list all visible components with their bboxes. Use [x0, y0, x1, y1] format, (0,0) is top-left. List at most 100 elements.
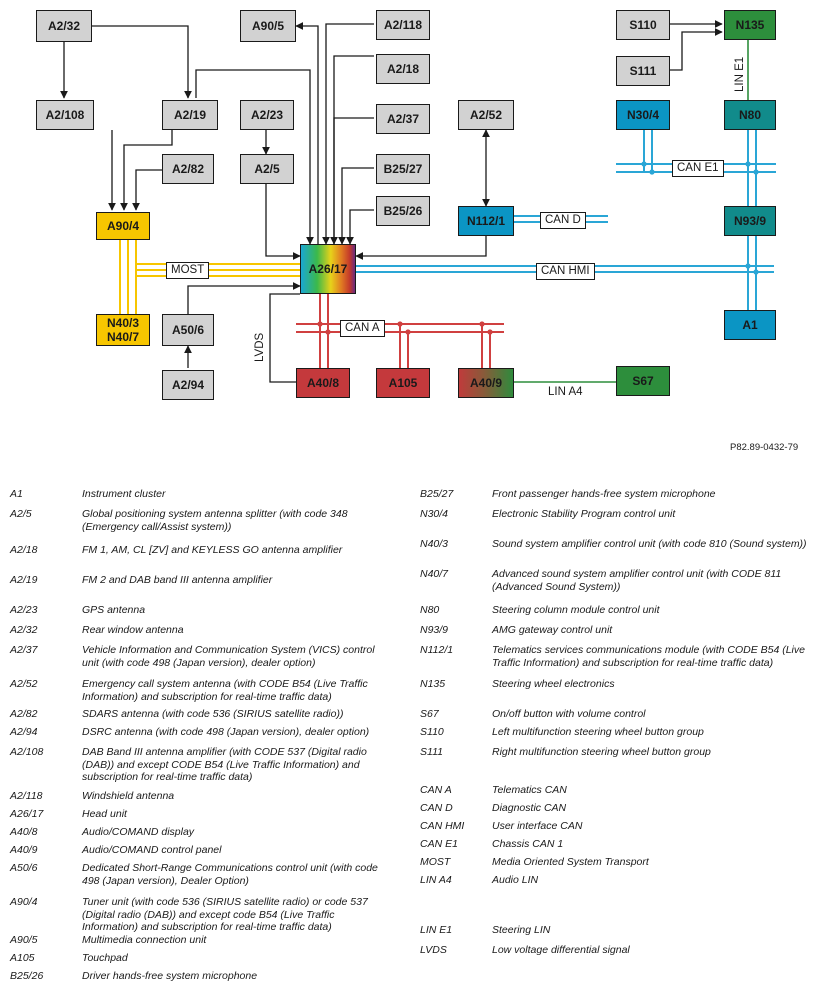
legend-code: S111 [420, 746, 443, 758]
legend-code: CAN E1 [420, 838, 458, 850]
wire-a26-17-to-a90-5 [295, 22, 319, 244]
legend-description: Telematics CAN [492, 784, 567, 796]
legend-code: A90/4 [10, 896, 38, 908]
legend-description: User interface CAN [492, 820, 583, 832]
wire-a2-118-to-a26-17 [322, 23, 374, 245]
legend-description: Media Oriented System Transport [492, 856, 649, 868]
wire-a50-6-to-a26-17 [187, 282, 301, 314]
legend-description: Steering wheel electronics [492, 678, 615, 690]
can-junction-dots [641, 161, 759, 275]
legend-description: Sound system amplifier control unit (wit… [492, 538, 807, 550]
node-n135: N135 [724, 10, 776, 40]
node-a2-18: A2/18 [376, 54, 430, 84]
legend-code: CAN HMI [420, 820, 465, 832]
legend-code: LVDS [420, 944, 447, 956]
legend-code: N30/4 [420, 508, 449, 520]
wire-s111-to-n135 [670, 28, 723, 71]
node-s111: S111 [616, 56, 670, 86]
label-n40-7: N40/7 [106, 330, 140, 344]
legend-code: A40/8 [10, 826, 38, 838]
legend-code: A2/19 [10, 574, 38, 586]
figure-reference: P82.89-0432-79 [730, 442, 799, 453]
legend-description: Head unit [82, 808, 127, 820]
node-b25-27: B25/27 [376, 154, 430, 184]
node-a2-23: A2/23 [240, 100, 294, 130]
legend-description: SDARS antenna (with code 536 (SIRIUS sat… [82, 708, 344, 720]
legend-description: Touchpad [82, 952, 128, 964]
node-n40-3-n40-7: N40/3 N40/7 [96, 314, 150, 346]
legend-code: A2/82 [10, 708, 38, 720]
most-bus [119, 240, 300, 314]
label-can-a: CAN A [340, 320, 385, 337]
label-lvds: LVDS [254, 332, 266, 362]
legend-code: S67 [420, 708, 439, 720]
node-a2-37: A2/37 [376, 104, 430, 134]
node-a26-17: A26/17 [300, 244, 356, 294]
legend-description: Audio LIN [492, 874, 539, 886]
node-a40-8: A40/8 [296, 368, 350, 398]
node-a2-52: A2/52 [458, 100, 514, 130]
label-can-hmi: CAN HMI [536, 263, 595, 280]
legend-code: A105 [10, 952, 35, 964]
legend-description: Audio/COMAND control panel [82, 844, 222, 856]
node-a40-9: A40/9 [458, 368, 514, 398]
legend-description: Telematics services communications modul… [492, 644, 805, 669]
wire-a2-5-to-a26-17 [265, 184, 301, 260]
legend-description: Driver hands-free system microphone [82, 970, 258, 982]
legend-description: Right multifunction steering wheel butto… [492, 746, 711, 758]
legend-description: DAB Band III antenna amplifier (with COD… [82, 746, 367, 783]
wire-lvds [269, 293, 300, 383]
legend-code: A2/32 [10, 624, 38, 636]
label-n40-3: N40/3 [106, 316, 140, 330]
legend-description: Emergency call system antenna (with CODE… [82, 678, 368, 703]
label-lin-a4: LIN A4 [548, 386, 583, 398]
node-n93-9: N93/9 [724, 206, 776, 236]
legend-code: B25/27 [420, 488, 454, 500]
legend-description: Global positioning system antenna splitt… [82, 508, 348, 533]
legend-description: GPS antenna [82, 604, 146, 616]
legend-code: B25/26 [10, 970, 44, 982]
node-s67: S67 [616, 366, 670, 396]
legend-description: Electronic Stability Program control uni… [492, 508, 676, 520]
node-a90-4: A90/4 [96, 212, 150, 240]
node-n30-4: N30/4 [616, 100, 670, 130]
legend-description: FM 2 and DAB band III antenna amplifier [82, 574, 273, 586]
legend-code: A90/5 [10, 934, 38, 946]
can-a-junction-dots [317, 321, 493, 335]
legend-code: A2/23 [10, 604, 38, 616]
legend-code: N93/9 [420, 624, 449, 636]
node-a2-108: A2/108 [36, 100, 94, 130]
label-can-e1: CAN E1 [672, 160, 724, 177]
wire-a2-19-to-a26-17 [195, 69, 314, 245]
legend-code: A40/9 [10, 844, 38, 856]
node-n80: N80 [724, 100, 776, 130]
legend-code: MOST [420, 856, 451, 868]
legend-code: A2/108 [10, 746, 44, 758]
node-s110: S110 [616, 10, 670, 40]
legend-description: Instrument cluster [82, 488, 166, 500]
legend-code: A2/52 [10, 678, 38, 690]
wire-a2-37-to-a26-17 [333, 117, 374, 244]
legend-code: A2/5 [10, 508, 32, 520]
node-a2-32: A2/32 [36, 10, 92, 42]
wire-b25-27-to-a26-17 [338, 167, 374, 245]
legend-code: A50/6 [10, 862, 38, 874]
legend-description: Rear window antenna [82, 624, 184, 636]
legend-description: DSRC antenna (with code 498 (Japan versi… [82, 726, 370, 738]
legend-description: Tuner unit (with code 536 (SIRIUS satell… [82, 896, 368, 933]
node-b25-26: B25/26 [376, 196, 430, 226]
wire-a2-18-to-a26-17 [330, 55, 374, 245]
legend-code: N135 [420, 678, 446, 690]
legend-description: Front passenger hands-free system microp… [492, 488, 716, 500]
legend-code: LIN A4 [420, 874, 452, 886]
legend-description: FM 1, AM, CL [ZV] and KEYLESS GO antenna… [82, 544, 343, 556]
wire-b25-26-to-a26-17 [346, 209, 374, 245]
legend-code: N80 [420, 604, 440, 616]
node-a90-5: A90/5 [240, 10, 296, 42]
legend-description: Low voltage differential signal [492, 944, 630, 956]
node-a2-19: A2/19 [162, 100, 218, 130]
legend-code: CAN A [420, 784, 452, 796]
node-a2-82: A2/82 [162, 154, 214, 184]
wire-a2-32-to-a2-19 [92, 25, 192, 99]
node-a2-5: A2/5 [240, 154, 294, 184]
